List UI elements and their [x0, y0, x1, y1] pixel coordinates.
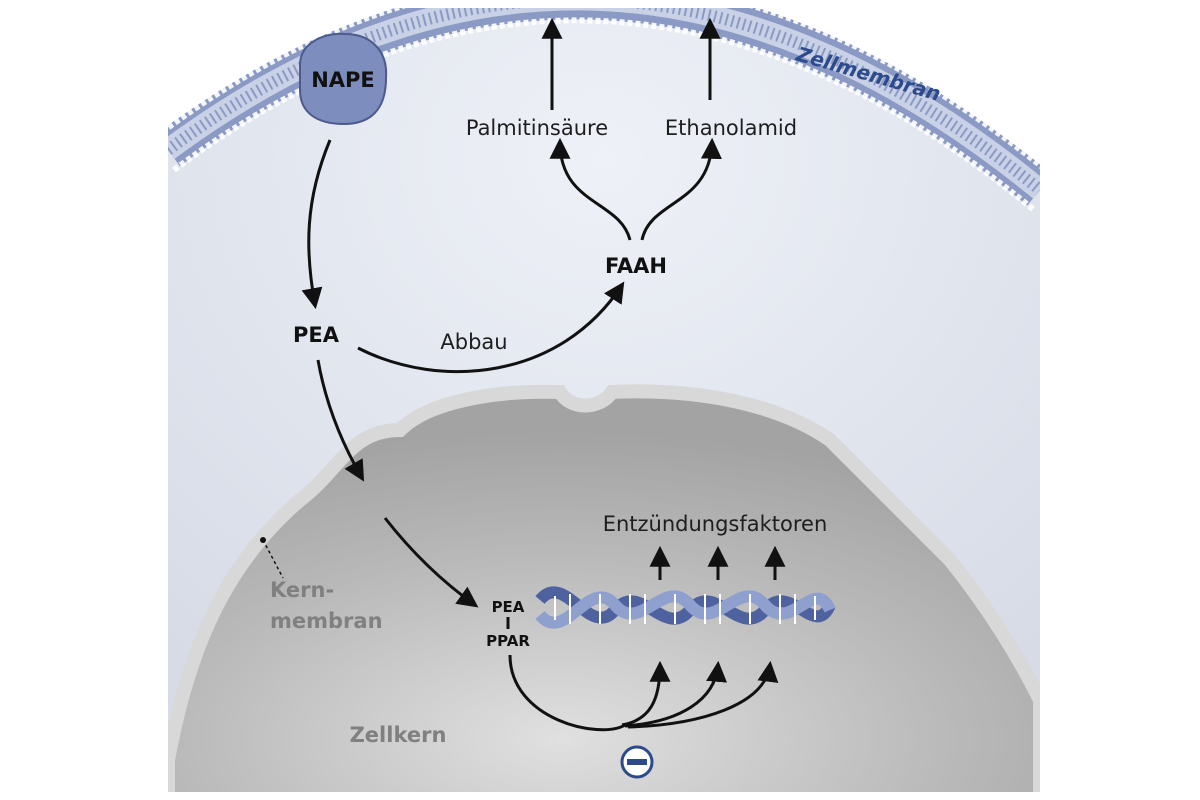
nape-label: NAPE	[311, 68, 375, 92]
inhibition-symbol	[620, 745, 654, 779]
pathway-arrows	[301, 17, 786, 732]
complex-ppar-label: PPAR	[486, 632, 530, 650]
arrow-inhibition-3	[627, 660, 779, 729]
cell-membrane	[168, 8, 1040, 213]
arrow-inhibition-base	[508, 654, 626, 732]
arrow-into-nucleus	[383, 517, 479, 608]
inflammation-factors-label: Entzündungsfaktoren	[603, 512, 828, 536]
nuclear-membrane-label-line1: Kern-	[270, 578, 334, 602]
nuclear-membrane-pointer	[260, 537, 284, 579]
arrow-inhibition-2	[624, 660, 728, 728]
dna-helix	[535, 586, 836, 629]
nuclear-membrane-label-line2: membran	[270, 609, 383, 633]
ethanolamide-label: Ethanolamid	[665, 116, 797, 140]
arrow-inhibition-1	[621, 660, 671, 727]
nape-protein: NAPE	[299, 32, 388, 126]
degradation-label: Abbau	[440, 330, 507, 354]
nucleus-label: Zellkern	[350, 723, 447, 747]
complex-pea-label: PEA	[492, 598, 525, 616]
arrow-pea-to-faah	[357, 281, 625, 374]
arrow-faah-to-ethanolamide	[640, 137, 722, 241]
pea-label: PEA	[293, 323, 340, 347]
arrow-pea-to-nucleus	[316, 359, 365, 482]
palmitic-acid-label: Palmitinsäure	[466, 116, 608, 140]
faah-label: FAAH	[605, 254, 667, 278]
arrow-faah-to-palmitic	[549, 137, 632, 241]
arrow-nape-to-pea	[301, 139, 332, 310]
pea-ppar-complex: PEA PPAR	[486, 598, 530, 650]
